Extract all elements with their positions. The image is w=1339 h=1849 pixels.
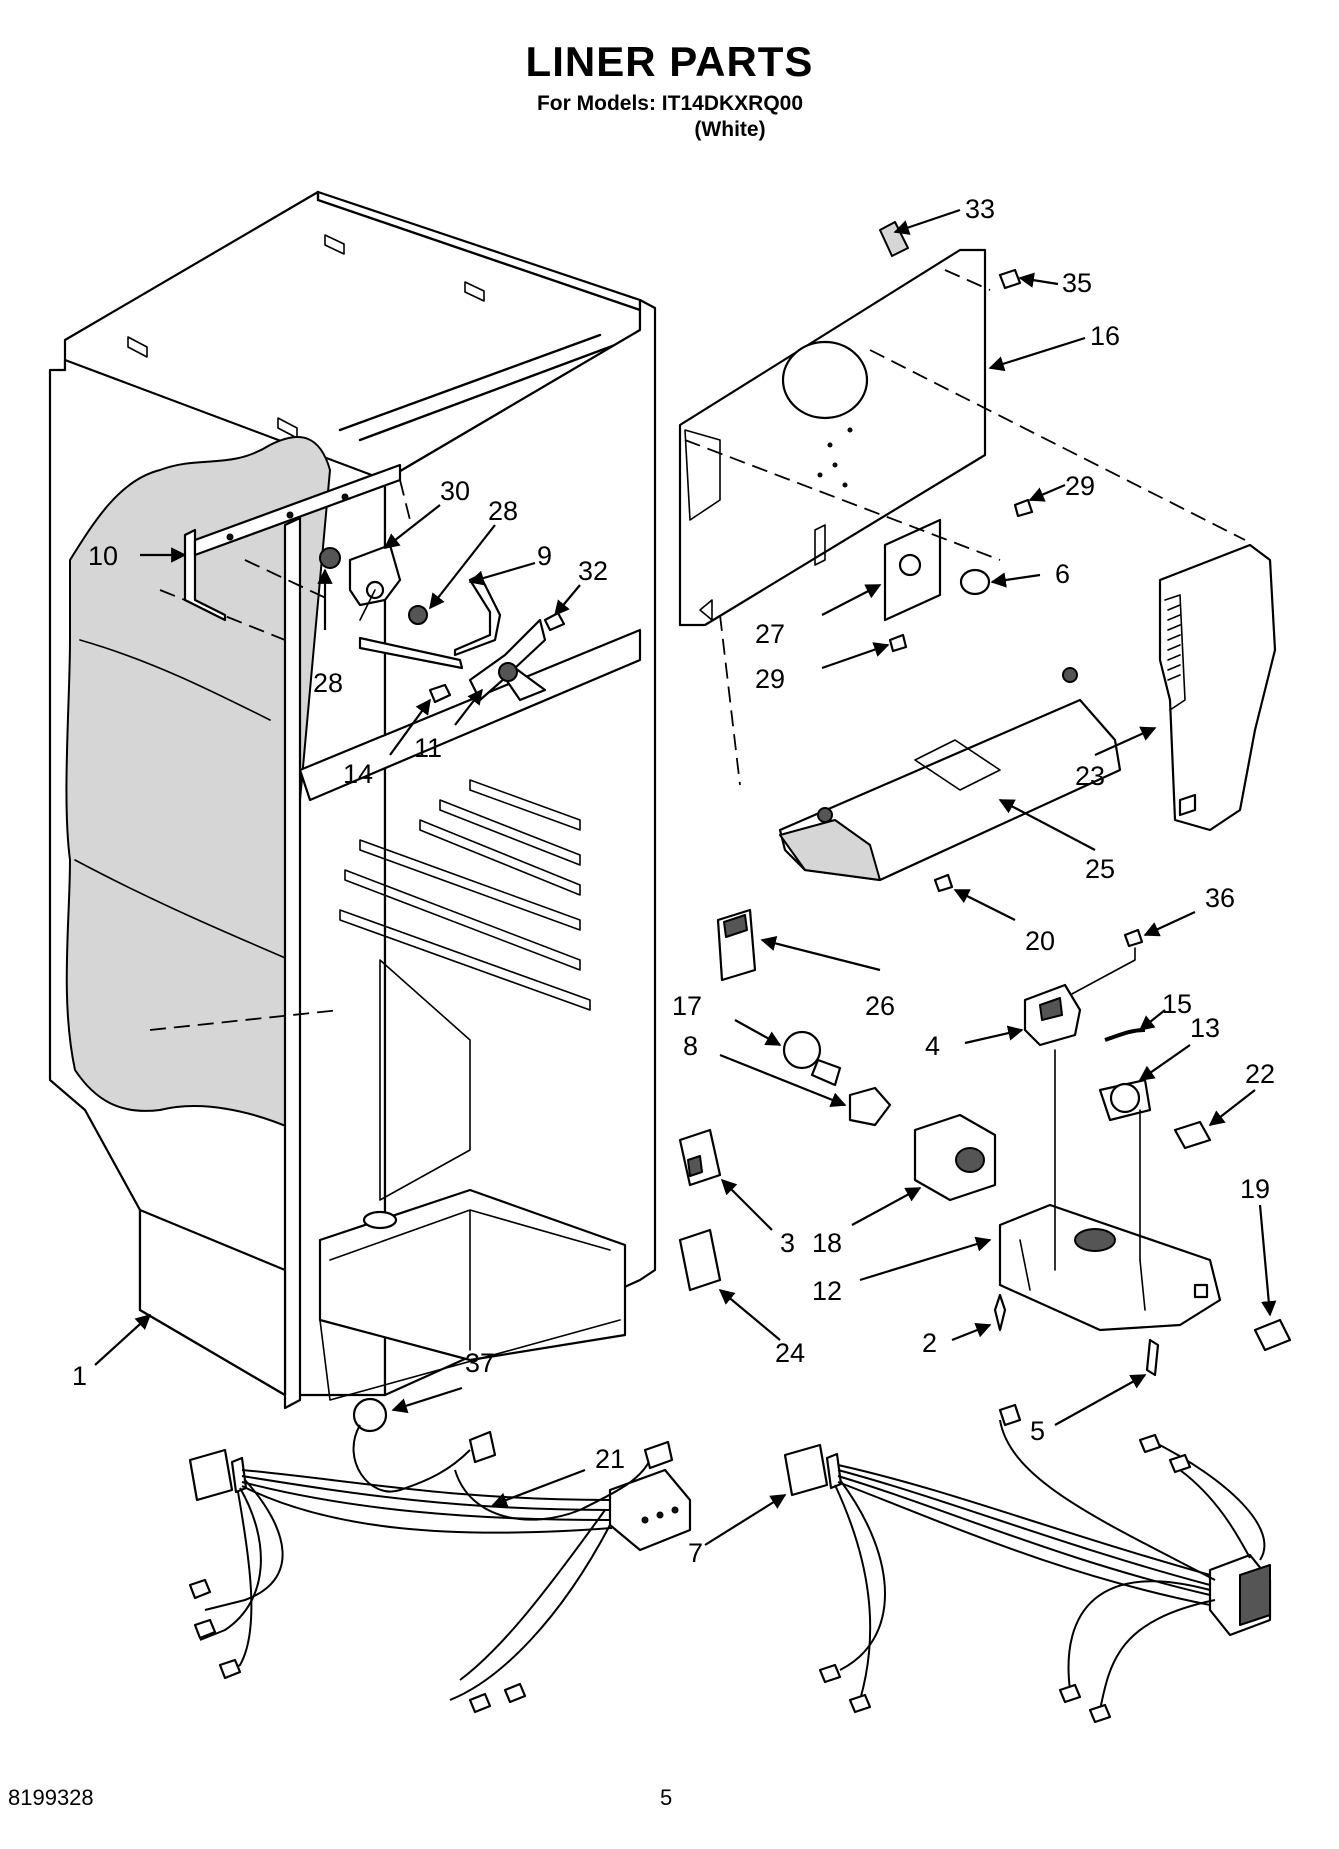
callout-5: 5 [1030, 1416, 1045, 1446]
light-and-control-components [678, 908, 1292, 1377]
callout-32: 32 [578, 556, 608, 586]
callout-2: 2 [922, 1328, 937, 1358]
callout-10: 10 [88, 541, 118, 571]
callout-4: 4 [925, 1031, 940, 1061]
callout-14: 14 [343, 759, 373, 789]
callout-29b: 29 [755, 664, 785, 694]
callout-26: 26 [865, 991, 895, 1021]
callout-20: 20 [1025, 926, 1055, 956]
callout-30: 30 [440, 476, 470, 506]
models-line: For Models: IT14DKXRQ00 [536, 92, 804, 115]
callout-11: 11 [414, 733, 442, 763]
evaporator-fan-parts [183, 463, 566, 704]
page-title: LINER PARTS [525, 38, 814, 85]
callout-6: 6 [1055, 559, 1070, 589]
callout-1: 1 [72, 1361, 87, 1391]
wire-harness-7 [783, 1403, 1272, 1724]
callout-21: 21 [595, 1444, 625, 1474]
callout-22: 22 [1245, 1059, 1275, 1089]
air-ducts [778, 543, 1277, 893]
callout-8: 8 [683, 1031, 698, 1061]
callout-37: 37 [465, 1348, 495, 1378]
wire-harness-21 [188, 1397, 692, 1714]
callout-leaders [94, 208, 1277, 1546]
callout-labels: 33 35 16 29 6 27 29 23 25 20 36 26 4 15 … [72, 194, 1275, 1568]
callout-9: 9 [537, 541, 552, 571]
callout-12: 12 [812, 1276, 842, 1306]
document-number: 8199328 [8, 1785, 94, 1810]
callout-28b: 28 [313, 668, 343, 698]
callout-23: 23 [1075, 761, 1105, 791]
color-line: (White) [694, 118, 766, 141]
callout-13: 13 [1190, 1013, 1220, 1043]
liner-cabinet [48, 190, 657, 1410]
callout-18: 18 [812, 1228, 842, 1258]
callout-7: 7 [688, 1538, 703, 1568]
callout-19: 19 [1240, 1174, 1270, 1204]
callout-16: 16 [1090, 321, 1120, 351]
callout-17: 17 [672, 991, 702, 1021]
callout-24: 24 [775, 1338, 805, 1368]
evaporator-cover-assembly [678, 221, 1246, 786]
callout-3: 3 [780, 1228, 795, 1258]
callout-27: 27 [755, 619, 785, 649]
callout-29a: 29 [1065, 471, 1095, 501]
page-number: 5 [660, 1785, 673, 1810]
callout-28a: 28 [488, 496, 518, 526]
callout-25: 25 [1085, 854, 1115, 884]
callout-36: 36 [1205, 883, 1235, 913]
callout-15: 15 [1162, 989, 1192, 1019]
callout-33: 33 [965, 194, 995, 224]
callout-35: 35 [1062, 268, 1092, 298]
